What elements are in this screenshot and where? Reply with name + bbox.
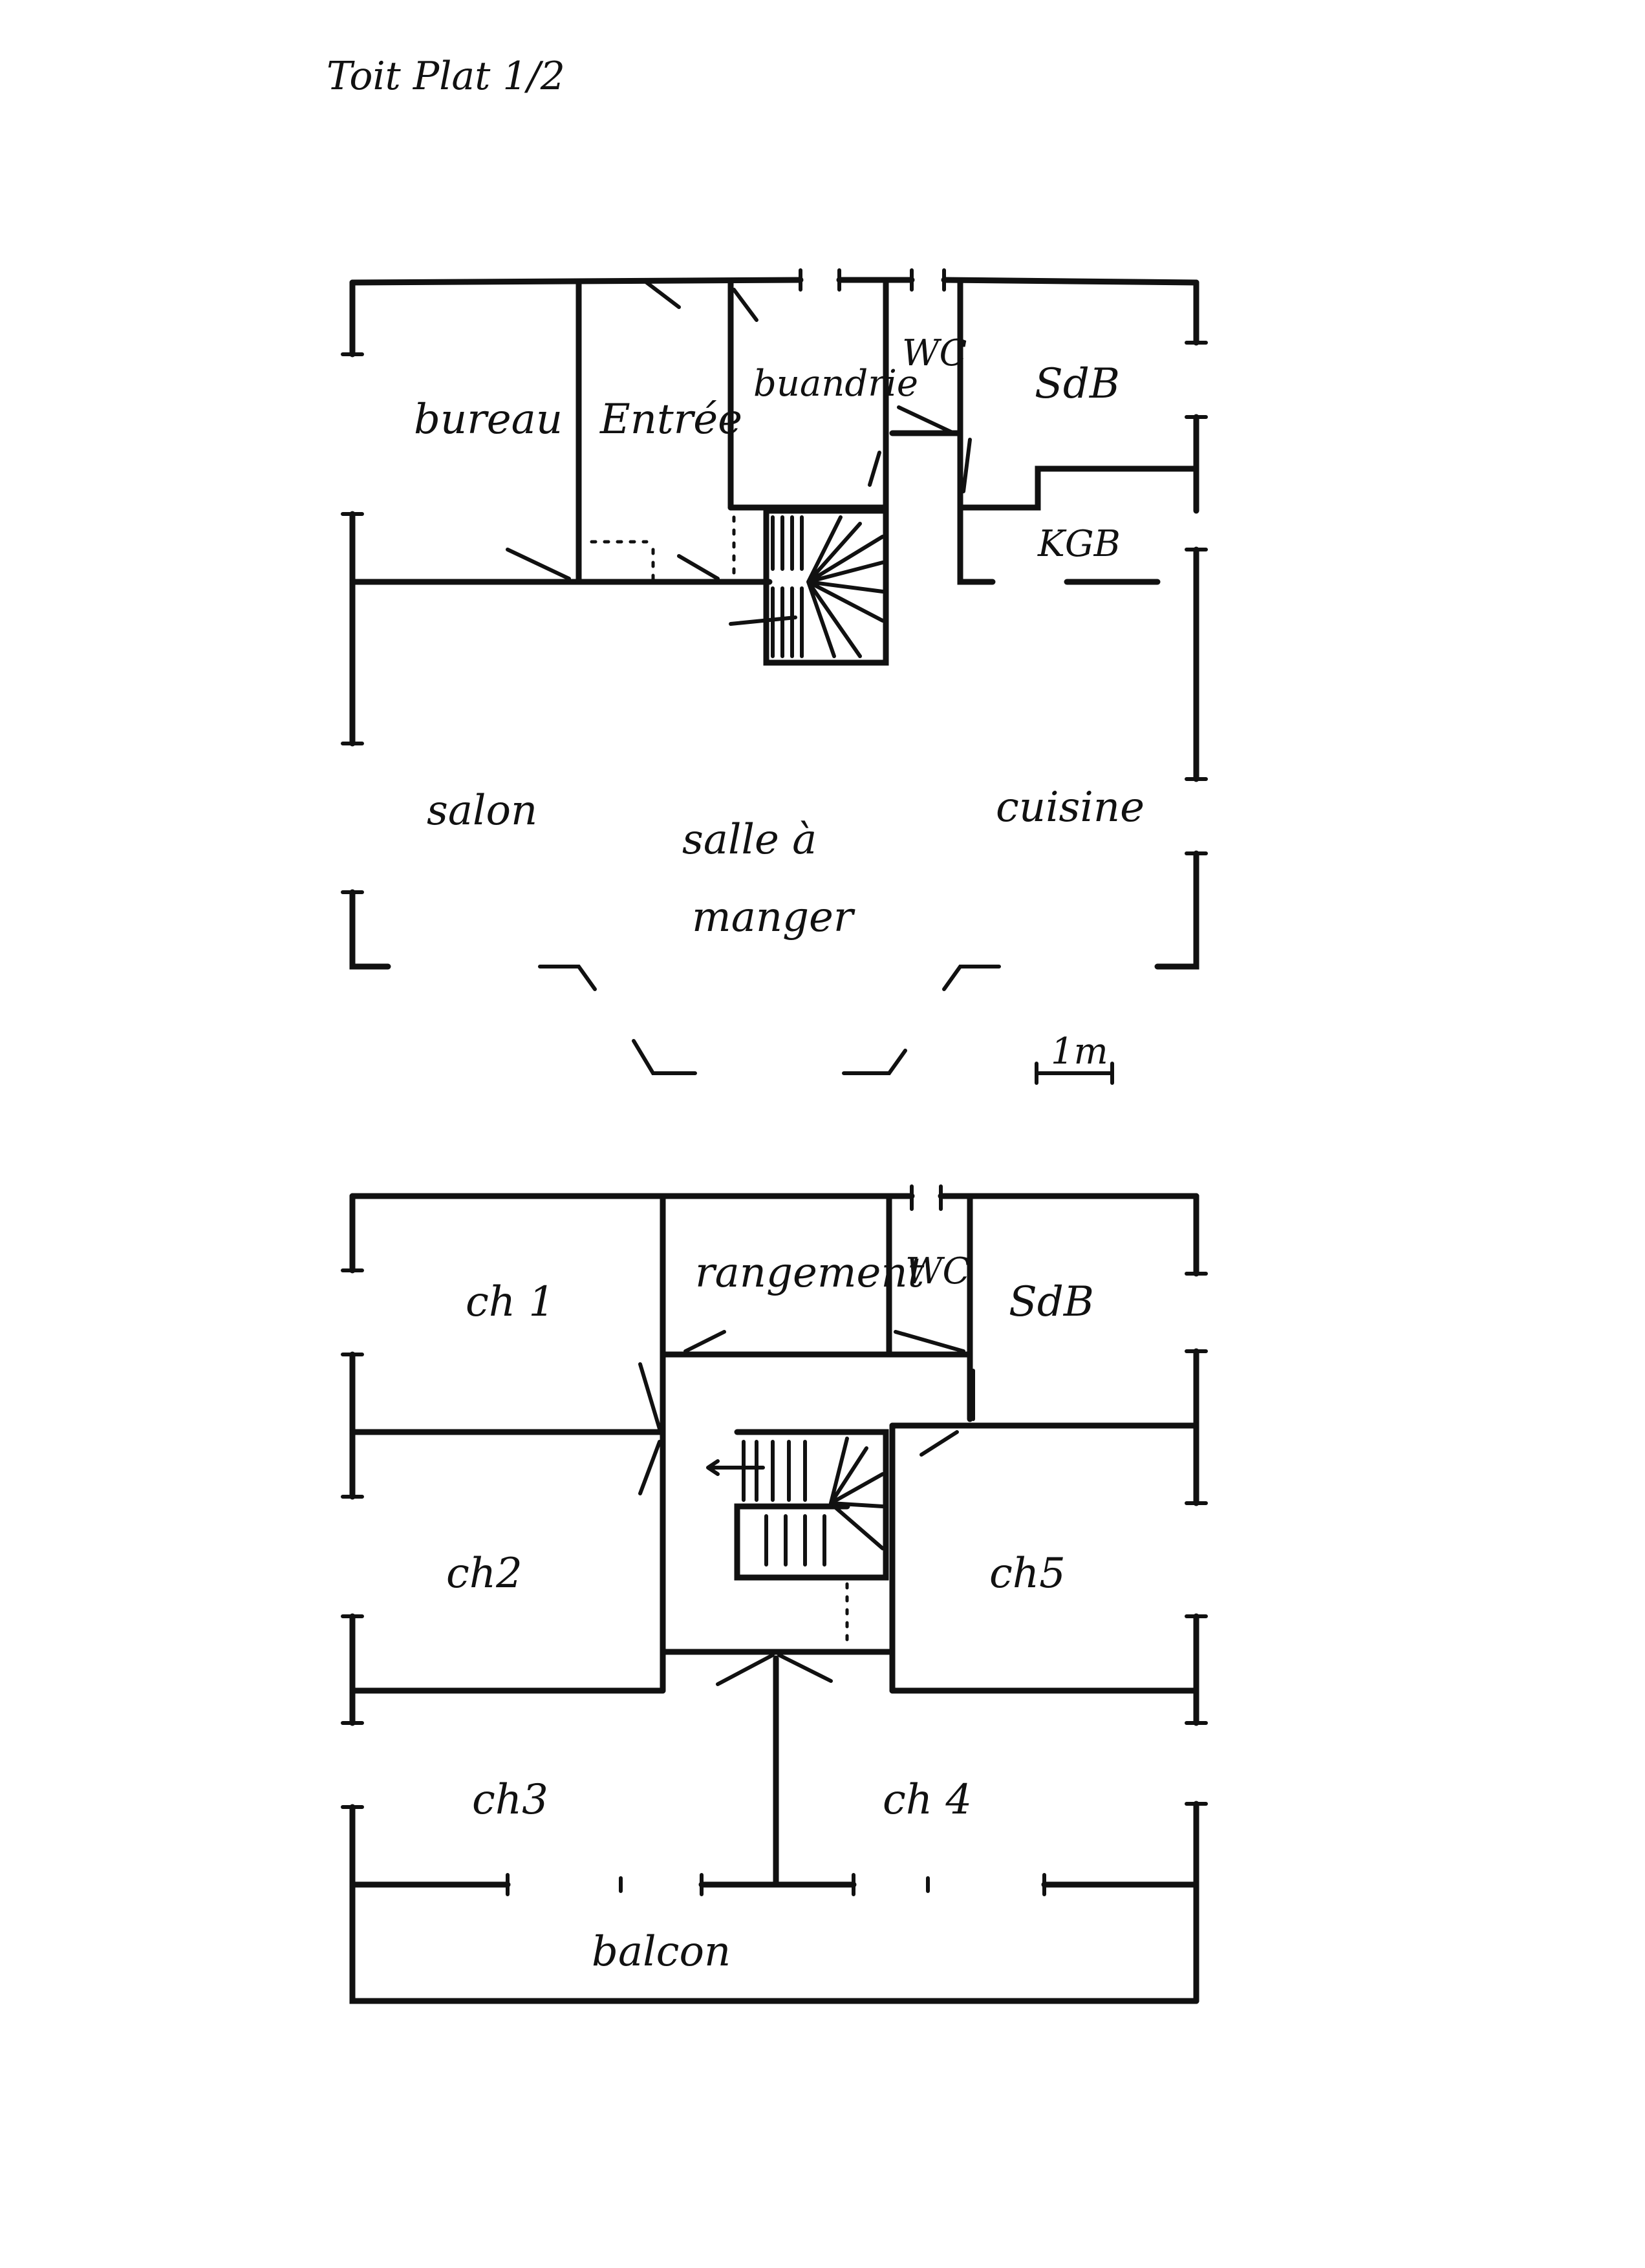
room-label-cuisine: cuisine bbox=[996, 784, 1145, 831]
door-swing-ch1 bbox=[638, 1362, 661, 1431]
upper-window-tick bbox=[910, 1184, 943, 1211]
upper-right-tick-2 bbox=[1185, 1349, 1208, 1505]
room-label-kgb: KGB bbox=[1037, 523, 1121, 565]
ground-bay-left-1 bbox=[538, 965, 597, 991]
room-label-sdb-ground: SdB bbox=[1035, 360, 1120, 408]
room-label-salle-a-manger-1: salle à bbox=[682, 816, 817, 864]
wc-sdb-wall bbox=[957, 279, 996, 585]
door-swing-buanderie bbox=[732, 288, 758, 322]
room-label-entree: Entrée bbox=[599, 396, 742, 444]
room-label-balcon: balcon bbox=[592, 1928, 731, 1976]
room-label-wc-upper: WC bbox=[905, 1250, 970, 1292]
room-label-ch4: ch 4 bbox=[883, 1776, 972, 1824]
door-swing-ch4 bbox=[777, 1653, 833, 1683]
door-swing-wc bbox=[897, 405, 956, 435]
room-label-wc-ground: WC bbox=[902, 332, 967, 374]
balcony-tick-left bbox=[506, 1873, 623, 1896]
room-label-ch5: ch5 bbox=[989, 1550, 1066, 1598]
room-label-ch3: ch3 bbox=[472, 1776, 548, 1824]
ground-right-tick-kgb bbox=[1185, 548, 1208, 781]
door-swing-rangement bbox=[683, 1330, 726, 1353]
scale-label: 1m bbox=[1051, 1031, 1108, 1073]
room-label-salle-a-manger-2: manger bbox=[692, 893, 855, 941]
scale-bar bbox=[1035, 1062, 1114, 1085]
door-swing-buanderie-side bbox=[868, 451, 881, 487]
ground-staircase bbox=[729, 508, 889, 666]
room-label-ch1: ch 1 bbox=[466, 1278, 555, 1326]
door-swing-wc-upper bbox=[894, 1330, 965, 1353]
ground-bay-left-2 bbox=[632, 1039, 697, 1075]
entree-dotted-line bbox=[590, 540, 655, 584]
ground-left-wall-bottom bbox=[349, 889, 391, 970]
balcony-tick-mid bbox=[700, 1873, 930, 1896]
door-swing-entree-bottom bbox=[677, 554, 720, 581]
door-swing-entree-top bbox=[645, 281, 681, 309]
door-swing-ch2 bbox=[638, 1440, 661, 1495]
room-label-ch2: ch2 bbox=[446, 1550, 522, 1598]
room-label-bureau: bureau bbox=[414, 396, 563, 444]
ground-window-tick bbox=[799, 268, 946, 292]
room-label-sdb-upper: SdB bbox=[1009, 1278, 1094, 1326]
room-label-buanderie: buandrie bbox=[753, 363, 918, 405]
door-swing-sdb bbox=[962, 438, 972, 493]
ground-floor-plan: 1m bbox=[341, 268, 1208, 1085]
upper-right-tick-3 bbox=[1185, 1614, 1208, 1725]
room-label-salon: salon bbox=[427, 787, 537, 835]
upper-left-tick-3 bbox=[341, 1614, 364, 1725]
ground-bay-right-1 bbox=[942, 965, 1001, 991]
door-swing-ch5 bbox=[919, 1430, 959, 1457]
sdb-kgb-wall bbox=[957, 465, 1199, 511]
room-label-rangement: rangement bbox=[695, 1249, 925, 1297]
ground-top-wall-right bbox=[941, 277, 1199, 286]
upper-left-tick-2 bbox=[341, 1353, 364, 1499]
ground-right-wall-bottom bbox=[1154, 850, 1199, 970]
door-swing-ch3 bbox=[716, 1653, 775, 1686]
ground-bay-right-2 bbox=[842, 1049, 907, 1075]
door-swing-bureau bbox=[506, 548, 571, 581]
sheet-title: Toit Plat 1/2 bbox=[327, 54, 565, 99]
upper-left-wall-4 bbox=[349, 1804, 1199, 2004]
ground-left-tick-mid bbox=[341, 512, 364, 745]
upper-staircase bbox=[706, 1429, 889, 1581]
upper-floor-plan: ch 1 rangement WC SdB ch2 ch5 ch3 ch 4 b… bbox=[341, 1184, 1208, 2004]
